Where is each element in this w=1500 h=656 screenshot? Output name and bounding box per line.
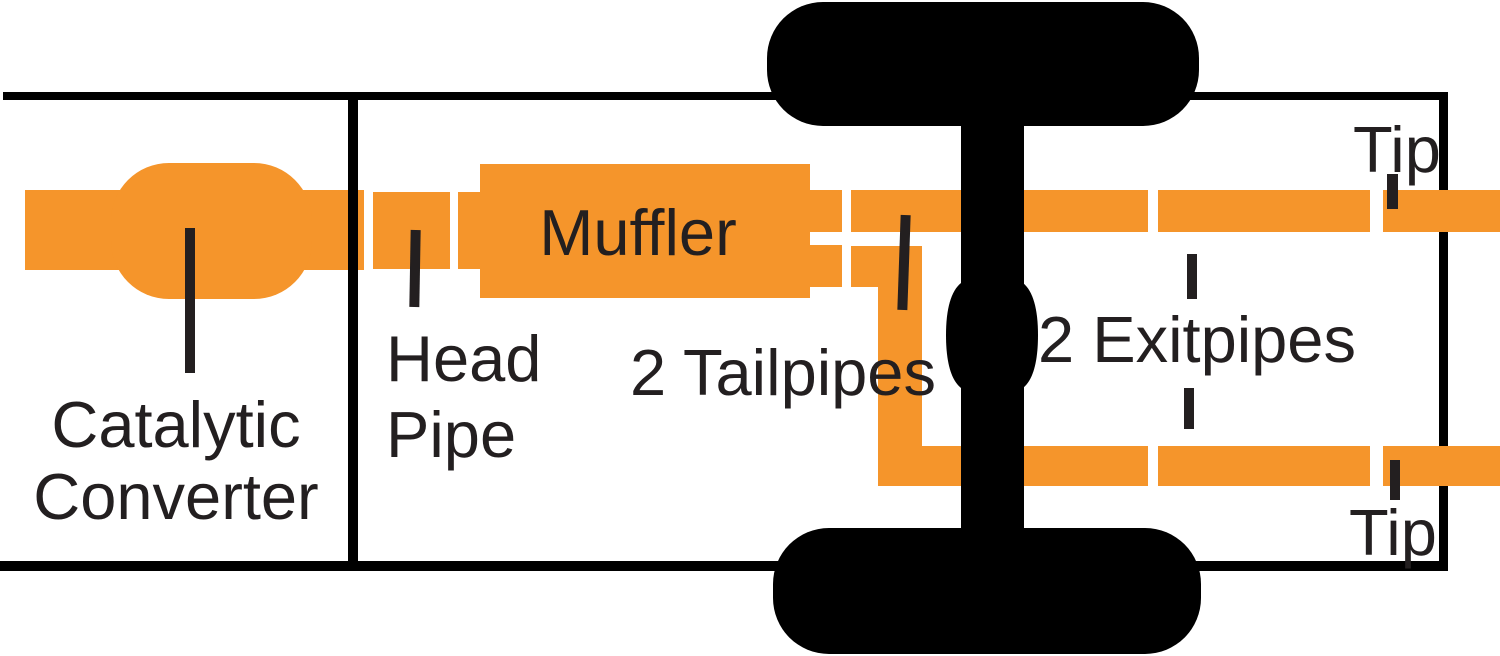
head-pipe-label: Head Pipe	[386, 321, 541, 473]
tip-bottom-label: Tip	[1349, 496, 1437, 569]
catalytic-converter-label-line2: Converter	[33, 460, 319, 533]
tip-top-leader-line	[1387, 174, 1398, 209]
tailpipe-lower-elbow	[851, 246, 1148, 486]
frame-right-line	[1439, 92, 1448, 571]
differential-bulge-path	[946, 283, 1038, 388]
head-pipe-label-line2: Pipe	[386, 398, 517, 471]
muffler-label: Muffler	[539, 196, 737, 269]
catalytic-converter-label-line1: Catalytic	[51, 388, 301, 461]
exitpipe-lower-segment	[1158, 446, 1370, 486]
wheel-top	[767, 2, 1199, 126]
wheel-bottom	[773, 528, 1201, 654]
exitpipe-upper-tip-segment	[1383, 190, 1500, 232]
frame-top-line	[3, 92, 1448, 100]
catalytic-converter-leader-line	[185, 228, 195, 373]
exitpipes-upper-leader-line	[1187, 254, 1197, 299]
catalytic-converter-label: Catalytic Converter	[26, 389, 326, 533]
differential-bulge	[946, 283, 1038, 388]
muffler-body	[480, 164, 810, 298]
tip-bottom-leader-line	[1390, 460, 1400, 500]
tailpipe-upper-stub	[810, 190, 842, 232]
tailpipes-label: 2 Tailpipes	[630, 336, 936, 409]
head-pipe-label-line1: Head	[386, 322, 542, 395]
cab-divider-line	[348, 92, 358, 571]
head-pipe-leader-line	[409, 229, 421, 308]
tip-top-label: Tip	[1353, 113, 1441, 186]
exitpipes-lower-leader-line	[1184, 388, 1194, 429]
tailpipe-lower-stub	[810, 245, 842, 287]
catalytic-converter-body	[111, 163, 312, 299]
exitpipe-lower-tip-segment	[1383, 446, 1500, 486]
frame-bottom-line	[0, 561, 1448, 571]
exitpipe-upper-segment	[1158, 190, 1370, 232]
tailpipe-lower-elbow-path	[851, 246, 1148, 486]
exitpipes-label: 2 Exitpipes	[1038, 303, 1356, 376]
